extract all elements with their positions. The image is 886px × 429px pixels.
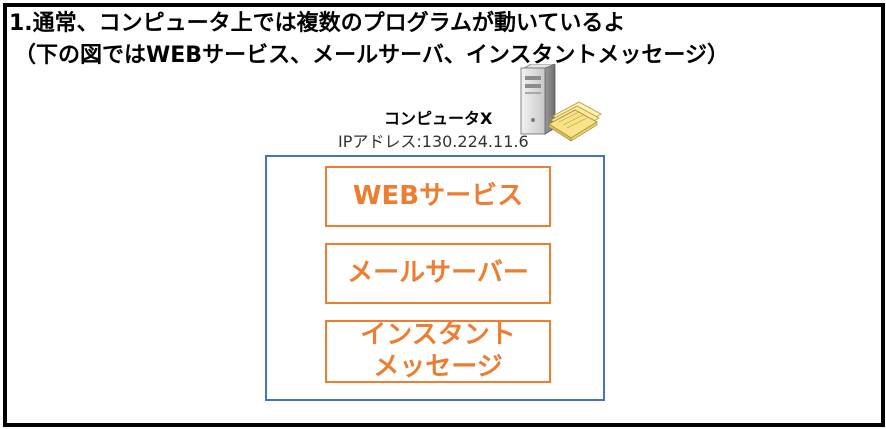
service-web: WEBサービス <box>325 166 551 227</box>
service-web-label: WEBサービス <box>352 180 524 211</box>
service-instant-message-label-2: メッセージ <box>373 351 503 382</box>
computer-name: コンピュータX <box>384 109 493 128</box>
service-mail-server-label: メールサーバー <box>347 257 529 288</box>
service-mail-server: メールサーバー <box>325 243 551 304</box>
service-instant-message: インスタント メッセージ <box>325 320 551 383</box>
heading-line-1: 1.通常、コンピュータ上では複数のプログラムが動いているよ <box>9 11 626 36</box>
ip-address: IPアドレス:130.224.11.6 <box>338 132 529 151</box>
computer-container <box>265 155 605 401</box>
server-icon <box>520 64 602 142</box>
heading-line-2: （下の図ではWEBサービス、メールサーバ、インスタントメッセージ） <box>14 43 729 68</box>
service-instant-message-label-1: インスタント <box>360 320 516 351</box>
